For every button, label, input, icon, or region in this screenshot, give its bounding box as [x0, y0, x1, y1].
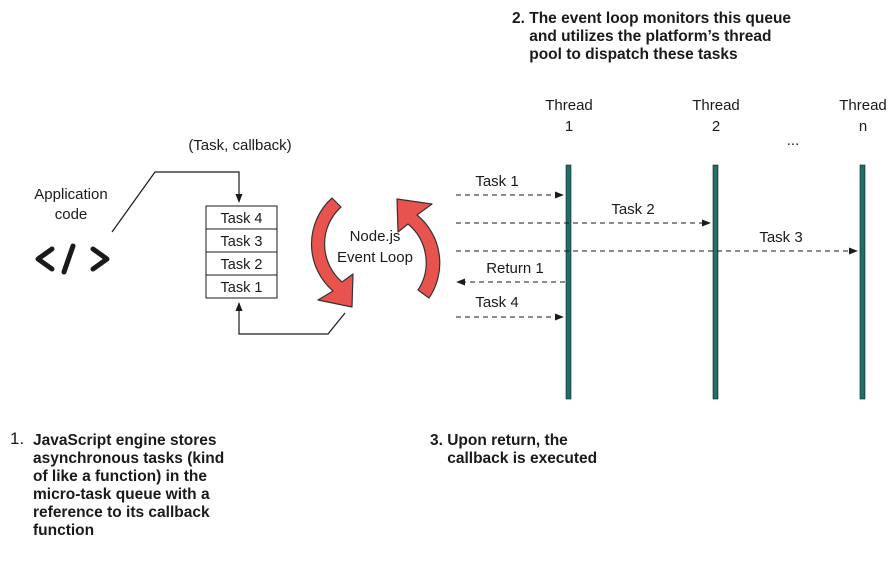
thread-n-label-line2: n [859, 118, 867, 135]
message-task-4: Task 4 [456, 294, 564, 321]
code-brackets-icon [35, 243, 110, 275]
event-loop-label-line1: Node.js [350, 228, 401, 245]
queue-slot: Task 3 [205, 228, 278, 253]
enqueue-arrow [111, 171, 243, 233]
thread-n-lifeline [859, 164, 866, 400]
queue-entry-label: (Task, callback) [188, 137, 291, 154]
circular-arrows-icon [310, 197, 441, 308]
queue-slot: Task 1 [205, 274, 278, 299]
thread-ellipsis: ... [787, 132, 800, 149]
step-1-note: JavaScript engine stores asynchronous ta… [33, 432, 225, 539]
app-label-line2: code [55, 206, 88, 223]
thread-2-lifeline [712, 164, 719, 400]
message-return-1: Return 1 [456, 260, 565, 286]
step-1-number: 1. [10, 429, 25, 448]
thread-1-label-line2: 1 [565, 118, 573, 135]
queue-task-label: Task 1 [221, 280, 263, 296]
queue-task-label: Task 4 [221, 211, 263, 227]
callback-return-arrow [235, 302, 346, 335]
message-task-3: Task 3 [456, 229, 858, 255]
queue-task-label: Task 2 [221, 257, 263, 273]
thread-1-lifeline [565, 164, 572, 400]
event-loop-label-line2: Event Loop [337, 249, 413, 266]
message-task-2: Task 2 [456, 201, 711, 227]
message-label: Task 3 [759, 229, 802, 246]
queue-slot: Task 2 [205, 251, 278, 276]
thread-1-label-line1: Thread [545, 97, 593, 114]
thread-n-label-line1: Thread [839, 97, 887, 114]
thread-2-label-line2: 2 [712, 118, 720, 135]
step-3-note: 3. Upon return, the callback is executed [430, 432, 598, 467]
task-queue: Task 4 Task 3 Task 2 Task 1 [205, 205, 278, 299]
step-2-note: 2. The event loop monitors this queue an… [512, 10, 792, 63]
thread-2-label-line1: Thread [692, 97, 740, 114]
message-label: Task 2 [611, 201, 654, 218]
queue-slot: Task 4 [205, 205, 278, 230]
queue-task-label: Task 3 [221, 234, 263, 250]
message-label: Return 1 [486, 260, 544, 277]
app-label-line1: Application [34, 186, 107, 203]
message-label: Task 1 [475, 173, 518, 190]
message-task-1: Task 1 [456, 173, 564, 199]
message-label: Task 4 [475, 294, 518, 311]
